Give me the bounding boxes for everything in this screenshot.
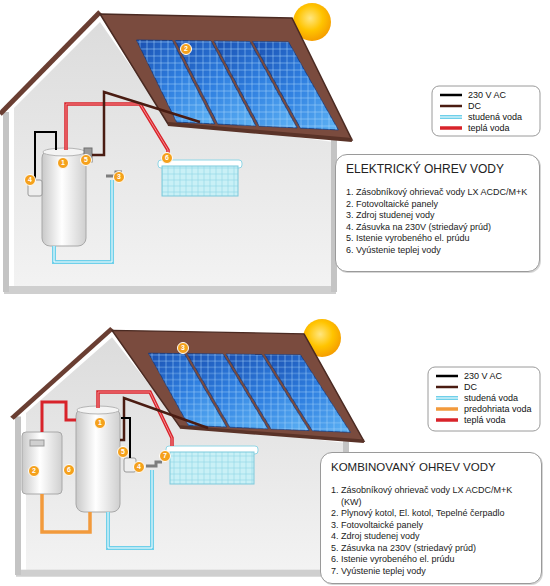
list-item: 1. Zásobníkový ohrievač vody LX ACDC/M+K… [331,485,533,508]
callout-number: 5 [80,154,92,166]
water-heater [76,408,120,512]
list-item: 1. Zásobníkový ohrievač vody LX ACDC/M+K [346,187,531,199]
hot-pipe-core [66,104,168,160]
description-box: KOMBINOVANÝ OHREV VODY 1. Zásobníkový ohr… [320,452,542,584]
legend-line-sample [440,94,462,97]
list-item: 5. Zásuvka na 230V (striedavý prúd) [331,543,533,555]
legend-label: predohriata voda [464,404,532,415]
legend-swatch [436,387,458,388]
legend-swatch [436,398,458,399]
legend-swatch [436,409,458,410]
legend-label: DC [468,101,481,112]
cold-pipe-core [54,180,112,262]
legend-label: studená voda [468,112,522,123]
house-shell [12,329,364,577]
list-item: 2. Fotovoltaické panely [346,199,531,211]
legend-label: 230 V AC [468,90,506,101]
callout-number: 1 [94,417,106,429]
legend-label: DC [464,382,477,393]
legend-label: teplá voda [468,123,510,134]
legend-box [428,367,540,431]
callout-number: 2 [180,43,192,55]
callout-number: 3 [177,342,189,354]
bath [162,166,238,196]
callout-number: 4 [24,174,36,186]
legend-swatch [440,117,462,118]
boiler-display [30,440,44,446]
callout-number: 6 [63,464,75,476]
legend-line-sample [440,115,462,119]
legend-swatch [436,420,458,421]
ac-wire [35,132,56,180]
hot-pipe [42,402,76,432]
bath [170,452,254,484]
cold-pipe-core [108,470,152,548]
cold-tap [146,462,162,466]
legend-line-core [440,117,462,118]
legend-label: 230 V AC [464,371,502,382]
heater-top [43,148,85,156]
cold-pipe [108,470,152,548]
legend-swatch [440,106,462,107]
house-shell [0,12,352,294]
legend-line-sample [436,375,458,378]
hot-pipe-core [98,392,172,446]
legend-label: studená voda [464,393,518,404]
water-heater [42,150,86,246]
list-item: 3. Fotovoltaické panely [331,520,533,532]
section-title: KOMBINOVANÝ OHREV VODY [331,460,533,474]
dc-wire [120,398,208,440]
list-item: 2. Plynový kotol, El. kotol, Tepelné čer… [331,508,533,520]
boiler [22,432,62,494]
hot-pipe [98,392,172,446]
list-item: 5. Istenie vyrobeného el. prúdu [346,233,531,245]
list-item: 4. Zásuvka na 230V (striedavý prúd) [346,222,531,234]
callout-number: 5 [117,446,129,458]
callout-number: 4 [133,461,145,473]
callout-number: 3 [113,171,125,183]
preheated-pipe [42,494,90,532]
description-box: ELEKTRICKÝ OHREV VODY 1. Zásobníkový ohri… [335,154,540,272]
list-item: 6. Istenie vyrobeného el. prúdu [331,554,533,566]
legend-line-sample [440,126,462,130]
legend-line-sample [436,418,458,422]
list-item: 6. Vyústenie teplej vody [346,245,531,257]
dc-wire [92,92,200,155]
list-item: 3. Zdroj studenej vody [346,210,531,222]
callout-number: 7 [159,450,171,462]
hot-pipe [66,104,168,160]
cold-pipe [54,180,112,262]
legend-label: teplá voda [464,415,506,426]
list-item: 4. Zdroj studenej vody [331,531,533,543]
callout-number: 1 [57,157,69,169]
callout-number: 6 [161,152,173,164]
legend-line-core [436,398,458,399]
legend-line-sample [436,396,458,400]
legend-line-sample [436,386,458,389]
legend-swatch [436,376,458,377]
legend-swatch [440,128,462,129]
list-item: 7. Vyústenie teplej vody [331,566,533,578]
legend-box [432,86,540,136]
legend-swatch [440,95,462,96]
section-title: ELEKTRICKÝ OHREV VODY [346,162,531,176]
legend-line-sample [436,407,458,411]
callout-number: 2 [28,465,40,477]
legend-line-sample [440,105,462,108]
